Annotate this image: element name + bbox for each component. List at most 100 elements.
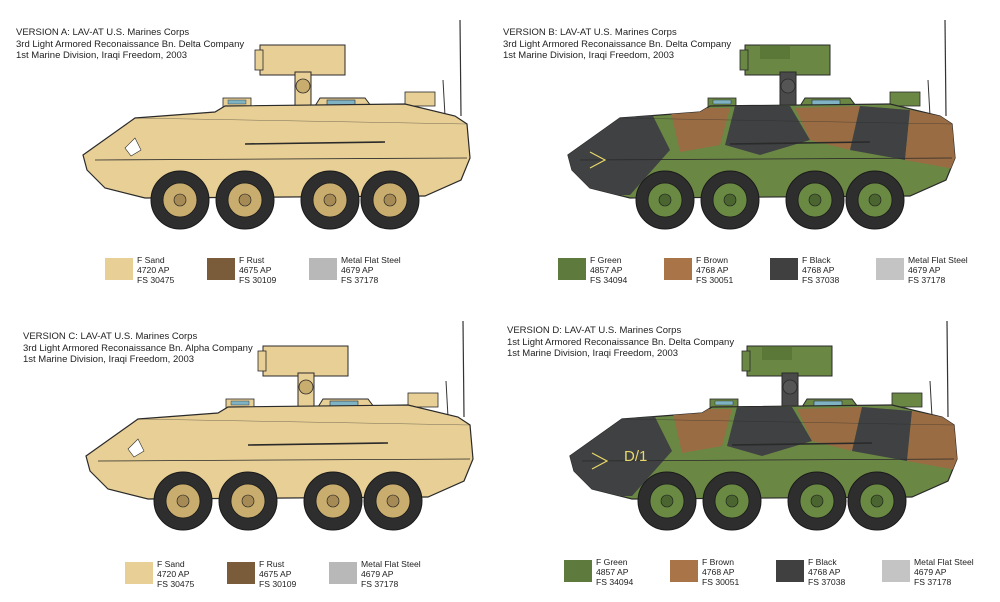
swatch-code: 4768 AP — [702, 567, 735, 577]
hatch-window — [227, 99, 247, 105]
lav-at-vehicle-camo — [560, 19, 965, 245]
caption-line-unit: 3rd Light Armored Reconaissance Bn. Delt… — [16, 38, 245, 50]
wheel-center — [660, 494, 674, 508]
antenna — [462, 320, 465, 418]
wheel-center — [241, 494, 255, 508]
swatch-name: Metal Flat Steel — [908, 255, 968, 265]
caption-line-title: VERSION A: LAV-AT U.S. Marines Corps — [16, 27, 190, 38]
swatch-code: 4679 AP — [341, 265, 374, 275]
swatch-name: F Brown — [702, 557, 734, 567]
swatch-code: 4768 AP — [696, 265, 729, 275]
tow-launcher-box — [259, 44, 346, 76]
version-d-panel: VERSION D: LAV-AT U.S. Marines Corps 1st… — [500, 301, 1000, 602]
caption-line-division: 1st Marine Division, Iraqi Freedom, 2003 — [503, 50, 675, 61]
color-swatch — [309, 258, 337, 280]
caption-line-title: VERSION C: LAV-AT U.S. Marines Corps — [23, 331, 198, 342]
stowage-box — [407, 392, 439, 408]
launcher-cap — [739, 49, 749, 71]
hull-line — [134, 117, 468, 125]
caption-line-division: 1st Marine Division, Iraqi Freedom, 2003 — [23, 354, 195, 365]
swatch-code: 4675 AP — [239, 265, 272, 275]
swatch-name: F Green — [596, 557, 628, 567]
wheel-center — [176, 494, 190, 508]
hull-marking-text: D/1 — [624, 448, 647, 465]
lav-at-vehicle-camo: D/1 — [562, 320, 967, 546]
tow-bar — [731, 442, 873, 446]
swatch-fs: FS 37038 — [802, 275, 840, 285]
hull-line — [619, 117, 953, 125]
swatch-name: Metal Flat Steel — [361, 559, 421, 569]
wheel-center — [808, 193, 822, 207]
swatch-name: F Sand — [137, 255, 165, 265]
hull-seam — [94, 157, 468, 161]
chevron-marking — [589, 151, 607, 169]
hull-seam — [581, 458, 955, 462]
hull-seam — [97, 458, 471, 462]
swatch-fs: FS 37178 — [908, 275, 946, 285]
swatch-fs: FS 37178 — [914, 577, 952, 587]
swatch-name: F Rust — [259, 559, 285, 569]
hull-line — [621, 418, 955, 426]
color-swatch — [329, 562, 357, 584]
mast-joint — [298, 379, 314, 395]
version-caption: VERSION A: LAV-AT U.S. Marines Corps 3rd… — [16, 27, 244, 62]
swatch-fs: FS 30109 — [259, 579, 297, 589]
version-caption: VERSION B: LAV-AT U.S. Marines Corps 3rd… — [503, 27, 731, 62]
caption-line-title: VERSION B: LAV-AT U.S. Marines Corps — [503, 27, 677, 38]
tow-bar — [729, 141, 871, 145]
caption-line-division: 1st Marine Division, Iraqi Freedom, 2003 — [507, 348, 679, 359]
wheel-center — [810, 494, 824, 508]
stowage-box — [404, 91, 436, 107]
swatch-fs: FS 34094 — [590, 275, 628, 285]
wheel-center — [870, 494, 884, 508]
swatch-fs: FS 34094 — [596, 577, 634, 587]
antenna — [445, 380, 449, 418]
mast-joint — [295, 78, 311, 94]
antenna — [459, 19, 462, 117]
wheel-center — [868, 193, 882, 207]
color-swatch — [564, 560, 592, 582]
color-swatch — [670, 560, 698, 582]
wheel-center — [383, 193, 397, 207]
swatch-fs: FS 30051 — [702, 577, 740, 587]
swatch-fs: FS 30475 — [137, 275, 175, 285]
swatch-code: 4857 AP — [596, 567, 629, 577]
wheel-center — [725, 494, 739, 508]
swatch-code: 4768 AP — [808, 567, 841, 577]
wheel-center — [173, 193, 187, 207]
antenna — [442, 79, 446, 117]
color-swatch — [770, 258, 798, 280]
antenna — [927, 79, 931, 117]
color-swatch — [558, 258, 586, 280]
swatch-fs: FS 37178 — [361, 579, 399, 589]
caption-line-unit: 3rd Light Armored Reconaissance Bn. Alph… — [23, 342, 253, 354]
hull-line — [137, 418, 471, 426]
swatch-name: Metal Flat Steel — [341, 255, 401, 265]
version-a-panel: VERSION A: LAV-AT U.S. Marines Corps 3rd… — [0, 0, 500, 301]
wheel-center — [323, 193, 337, 207]
hatch-window — [712, 99, 732, 105]
tow-bar — [247, 442, 389, 446]
swatch-code: 4720 AP — [157, 569, 190, 579]
wheel-center — [326, 494, 340, 508]
caption-line-unit: 1st Light Armored Reconaissance Bn. Delt… — [507, 336, 735, 348]
version-b-panel: VERSION B: LAV-AT U.S. Marines Corps 3rd… — [500, 0, 1000, 301]
stowage-box — [889, 91, 921, 107]
launcher-cap — [254, 49, 264, 71]
swatch-code: 4679 AP — [908, 265, 941, 275]
antenna — [929, 380, 933, 418]
lav-at-vehicle-sand — [75, 19, 480, 245]
caption-line-division: 1st Marine Division, Iraqi Freedom, 2003 — [16, 50, 188, 61]
swatch-code: 4857 AP — [590, 265, 623, 275]
color-swatch — [876, 258, 904, 280]
